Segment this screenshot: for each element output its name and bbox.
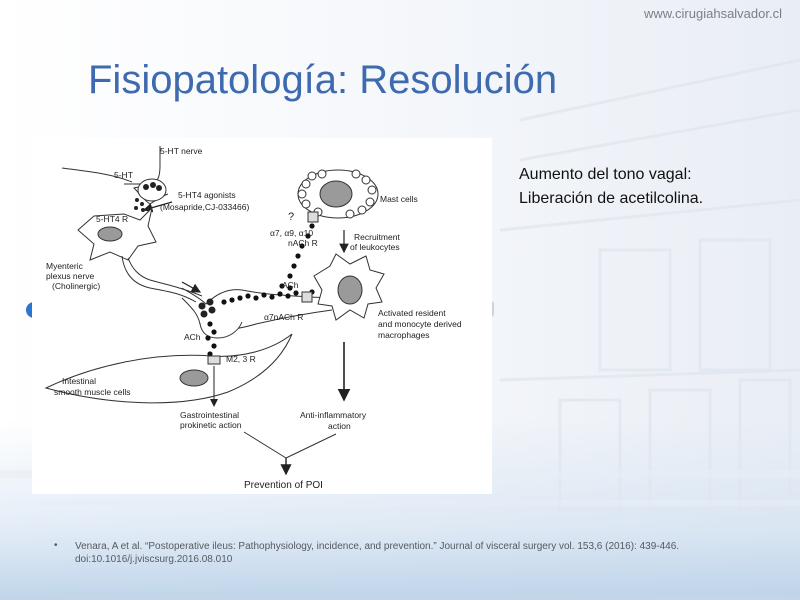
label-prokinetic-2: prokinetic action <box>180 420 242 430</box>
smooth-muscle-cell <box>44 333 293 404</box>
label-a7-receptor: α7nACh R <box>264 312 303 322</box>
label-5ht4-receptor: 5-HT4 R <box>96 214 128 224</box>
mechanism-diagram: 5-HT nerve 5-HT 5-HT4 agonists (Mosaprid… <box>32 138 492 494</box>
label-macrophages-3: macrophages <box>378 330 430 340</box>
acetylcholine-vesicles <box>198 298 216 318</box>
label-myenteric-2: plexus nerve <box>46 271 94 281</box>
label-recruitment-2: of leukocytes <box>350 242 400 252</box>
label-m23-receptor: M2, 3 R <box>226 354 256 364</box>
label-anti-inflammatory-2: action <box>328 421 351 431</box>
neuron-arrow <box>181 281 202 293</box>
label-macrophages-2: and monocyte derived <box>378 319 462 329</box>
label-ach-upper: ACh <box>282 280 299 290</box>
side-note-text: Aumento del tono vagal: Liberación de ac… <box>519 166 704 207</box>
label-5ht: 5-HT <box>114 170 133 180</box>
label-recruitment-1: Recruitment <box>354 232 400 242</box>
label-nachr-2: nACh R <box>288 238 318 248</box>
site-url: www.cirugiahsalvador.cl <box>643 6 782 21</box>
label-smooth-muscle-1: Intestinal <box>62 376 96 386</box>
label-smooth-muscle-2: smooth muscle cells <box>54 387 131 397</box>
label-prokinetic-1: Gastrointestinal <box>180 410 239 420</box>
macrophage <box>301 253 385 321</box>
label-macrophages-1: Activated resident <box>378 308 446 318</box>
label-myenteric-1: Myenteric <box>46 261 84 271</box>
label-ach-lower: ACh <box>184 332 201 342</box>
5-ht4-neuron <box>77 206 203 303</box>
reference-citation: Venara, A et al. “Postoperative ileus: P… <box>75 541 680 565</box>
agonist-arrow <box>142 201 173 213</box>
ach-release-dots <box>205 213 319 357</box>
reference-bullet: • <box>54 540 58 551</box>
label-5ht4-agonists: 5-HT4 agonists <box>178 190 236 200</box>
bottom-divider <box>0 596 800 600</box>
label-5ht4-agonists-examples: (Mosapride,CJ-033466) <box>160 202 249 212</box>
convergence-lines <box>243 431 337 459</box>
mast-cell <box>297 169 379 223</box>
label-5ht-nerve: 5-HT nerve <box>160 146 203 156</box>
label-myenteric-3: (Cholinergic) <box>52 281 100 291</box>
slide-title: Fisiopatología: Resolución <box>88 58 558 102</box>
label-prevention: Prevention of POI <box>244 480 323 491</box>
label-nachr-1: α7, α9, α10 <box>270 228 313 238</box>
label-question-mark: ? <box>288 211 294 223</box>
label-anti-inflammatory-1: Anti-inflammatory <box>300 410 367 420</box>
label-mast-cells: Mast cells <box>380 194 418 204</box>
